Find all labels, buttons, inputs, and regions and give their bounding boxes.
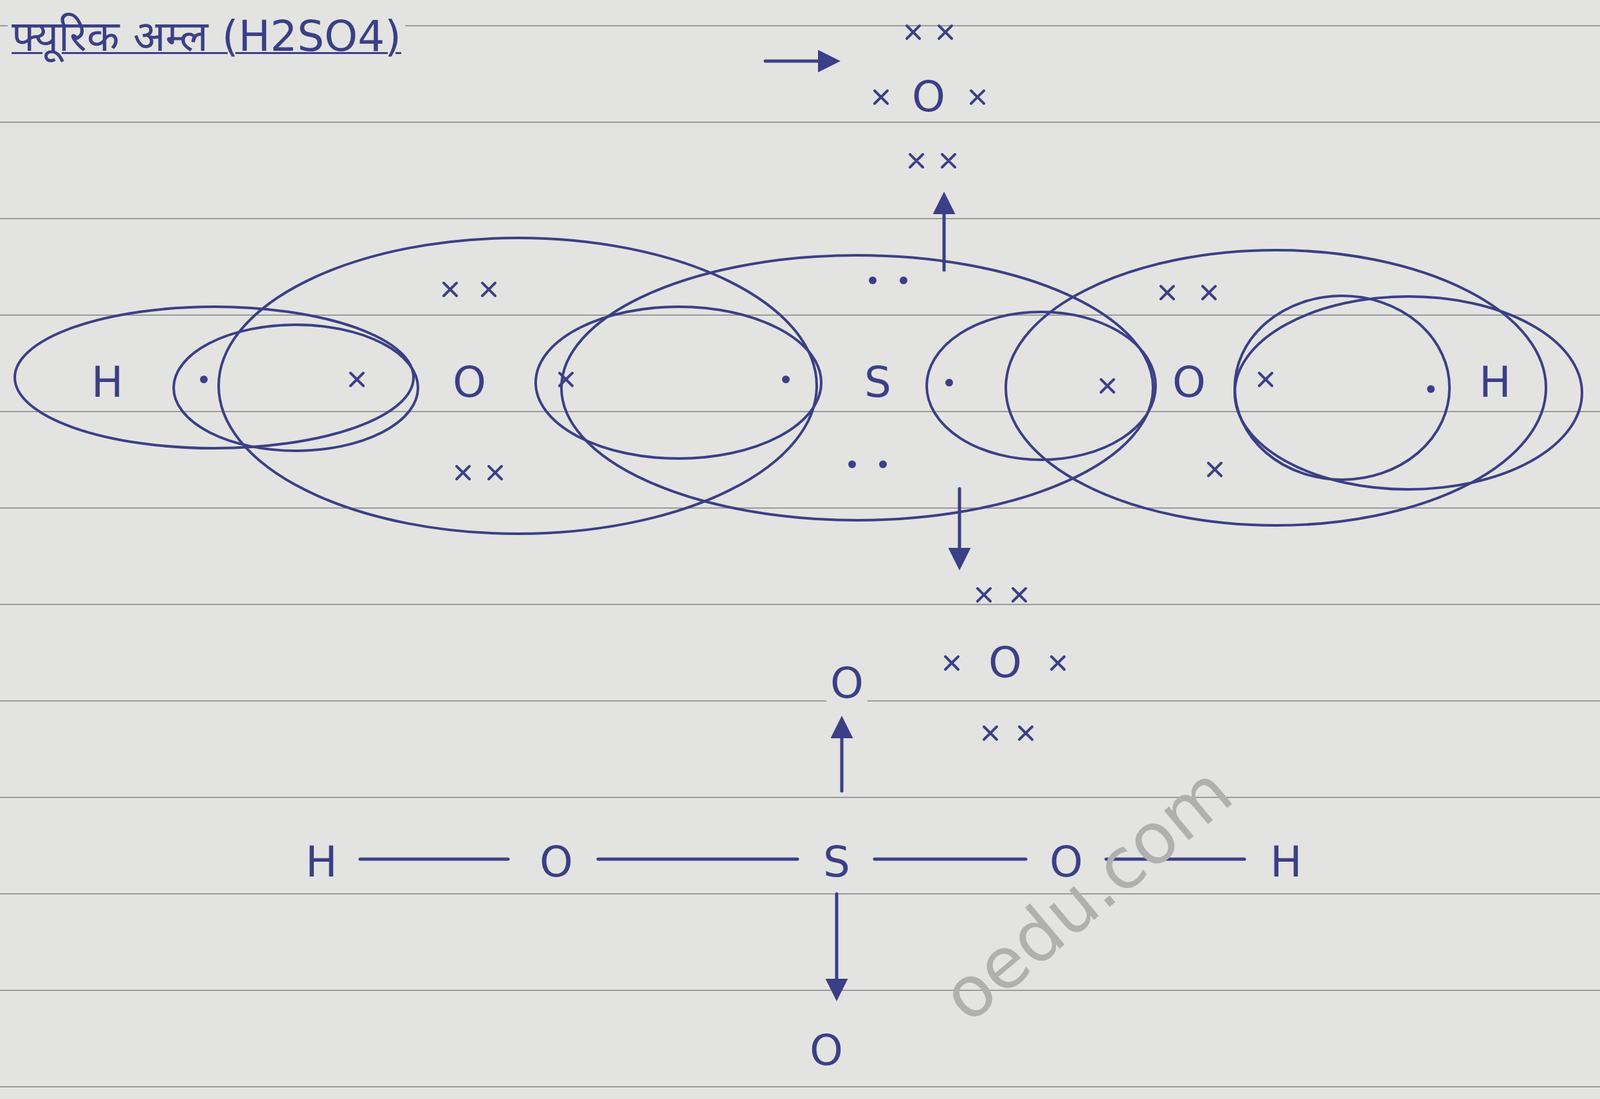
bond-ellipses — [14, 237, 1582, 534]
atom-symbol: O — [1168, 360, 1210, 406]
atom-symbol: O — [1045, 839, 1087, 885]
ruled-lines — [0, 25, 1600, 1087]
atom-symbol: H — [1266, 839, 1307, 885]
atom-symbol: O — [448, 360, 491, 406]
atom-symbol: H — [301, 839, 342, 885]
atom-symbol: O — [908, 74, 950, 120]
atom-symbol: S — [819, 839, 855, 885]
atom-symbol: H — [87, 360, 128, 406]
atom-symbol: O — [535, 839, 577, 885]
electron-crosses — [350, 25, 1273, 740]
atom-symbol: O — [805, 1028, 847, 1074]
atom-symbol: O — [984, 640, 1026, 686]
atom-symbol: O — [826, 661, 868, 707]
title: फ्यूरिक अम्ल (H2SO4) — [7, 14, 406, 60]
atom-symbol: S — [860, 360, 896, 406]
atom-symbol: H — [1475, 360, 1516, 406]
electron-dots — [200, 276, 1435, 469]
